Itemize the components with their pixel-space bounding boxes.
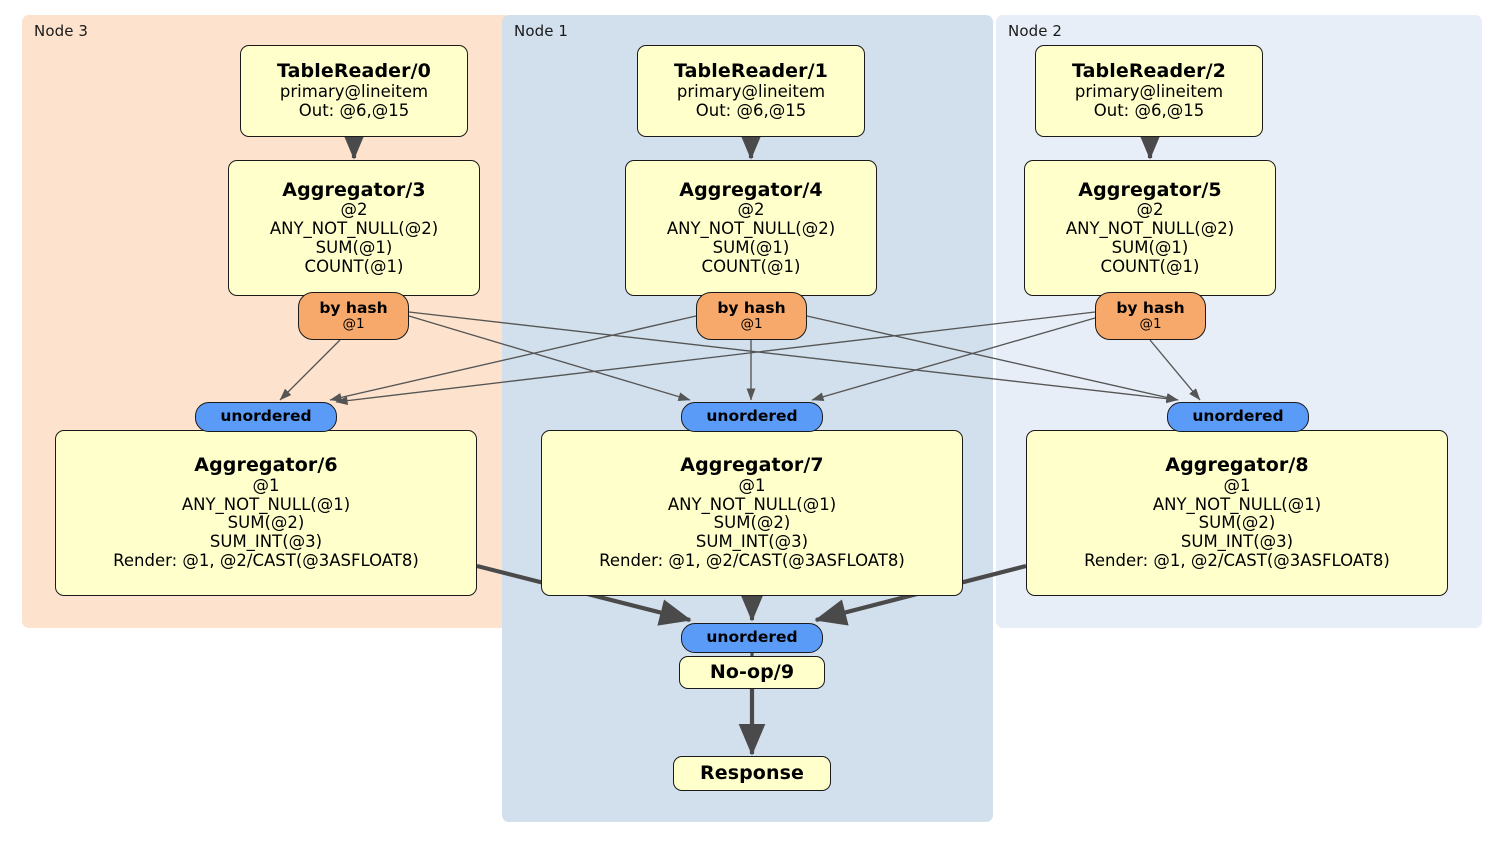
edge-hash4-to-unordered-left [329,315,697,402]
box-detail-line: @1 [1223,475,1251,495]
box-detail-line: Out: @6,@15 [1093,100,1205,120]
node-panel-label: Node 3 [34,22,89,40]
edge-hash5-to-unordered-final [1149,339,1201,401]
stream-pill-unordered-mid[interactable]: unordered [681,402,823,432]
box-detail-line: SUM_INT(@3) [695,532,809,552]
router-pill-by-hash-4[interactable]: by hash@1 [696,292,807,340]
box-detail-line: COUNT(@1) [701,256,801,276]
stream-pill-unordered-final[interactable]: unordered [681,623,823,653]
edge-hash5-to-unordered-mid [811,317,1096,402]
box-detail-line: ANY_NOT_NULL(@1) [181,494,351,514]
box-title: Aggregator/4 [679,178,823,201]
box-detail-line: primary@lineitem [1074,82,1224,102]
box-detail-line: @2 [340,200,368,220]
box-title: Aggregator/3 [282,178,426,201]
box-detail-line: SUM_INT(@3) [209,532,323,552]
box-title: Aggregator/8 [1165,454,1309,477]
stream-pill-unordered-right[interactable]: unordered [1167,402,1309,432]
box-detail-line: Render: @1, @2/CAST(@3ASFLOAT8) [599,551,905,571]
edge-hash4-to-unordered-right [806,315,1179,402]
box-detail-line: COUNT(@1) [1100,256,1200,276]
edges-hash-to-unordered [279,311,1201,406]
box-title: TableReader/2 [1072,60,1226,83]
box-detail-line: Render: @1, @2/CAST(@3ASFLOAT8) [1084,551,1390,571]
edge-hash3-to-unordered-left [279,339,341,401]
stream-pill-unordered-left[interactable]: unordered [195,402,337,432]
box-title: Aggregator/7 [680,454,824,477]
box-detail-line: SUM_INT(@3) [1180,532,1294,552]
box-detail-line: Render: @1, @2/CAST(@3ASFLOAT8) [113,551,419,571]
box-detail-line: SUM(@2) [227,513,305,533]
box-detail-line: primary@lineitem [279,82,429,102]
box-detail-line: SUM(@1) [712,237,790,257]
box-detail-line: ANY_NOT_NULL(@2) [666,219,836,239]
box-detail-line: ANY_NOT_NULL(@1) [667,494,837,514]
box-detail-line: @2 [737,200,765,220]
box-detail-line: SUM(@2) [1198,513,1276,533]
router-pill-title: by hash [319,298,388,317]
box-detail-line: primary@lineitem [676,82,826,102]
box-detail-line: SUM(@2) [713,513,791,533]
box-title: TableReader/0 [277,60,431,83]
router-pill-column: @1 [342,316,365,333]
box-title: Response [699,761,804,784]
box-detail-line: ANY_NOT_NULL(@2) [269,219,439,239]
router-pill-by-hash-5[interactable]: by hash@1 [1095,292,1206,340]
box-title: No-op/9 [709,660,795,683]
box-title: TableReader/1 [674,60,828,83]
router-pill-title: by hash [717,298,786,317]
edge-hash3-to-unordered-mid [408,315,691,401]
edge-hash5-to-unordered-left [335,311,1096,406]
box-detail-line: Out: @6,@15 [695,100,807,120]
router-pill-column: @1 [1139,316,1162,333]
stream-pill-label: unordered [1192,407,1284,426]
stream-pill-label: unordered [706,407,798,426]
router-pill-by-hash-3[interactable]: by hash@1 [298,292,409,340]
box-detail-line: @1 [252,475,280,495]
stream-pill-label: unordered [706,628,798,647]
edge-hash3-to-unordered-right [408,311,1179,404]
edges-vertical [340,127,1164,756]
router-pill-column: @1 [740,316,763,333]
stream-pill-label: unordered [220,407,312,426]
box-detail-line: SUM(@1) [1111,237,1189,257]
box-detail-line: Out: @6,@15 [298,100,410,120]
processor-box-noop-9[interactable]: No-op/9 [679,656,825,689]
box-detail-line: ANY_NOT_NULL(@2) [1065,219,1235,239]
box-title: Aggregator/5 [1078,178,1222,201]
box-title: Aggregator/6 [194,454,338,477]
box-detail-line: @1 [738,475,766,495]
box-detail-line: ANY_NOT_NULL(@1) [1152,494,1322,514]
router-pill-title: by hash [1116,298,1185,317]
box-detail-line: COUNT(@1) [304,256,404,276]
box-detail-line: @2 [1136,200,1164,220]
box-detail-line: SUM(@1) [315,237,393,257]
node-panel-label: Node 1 [514,22,569,40]
node-panel-label: Node 2 [1008,22,1063,40]
processor-box-response[interactable]: Response [673,756,831,791]
